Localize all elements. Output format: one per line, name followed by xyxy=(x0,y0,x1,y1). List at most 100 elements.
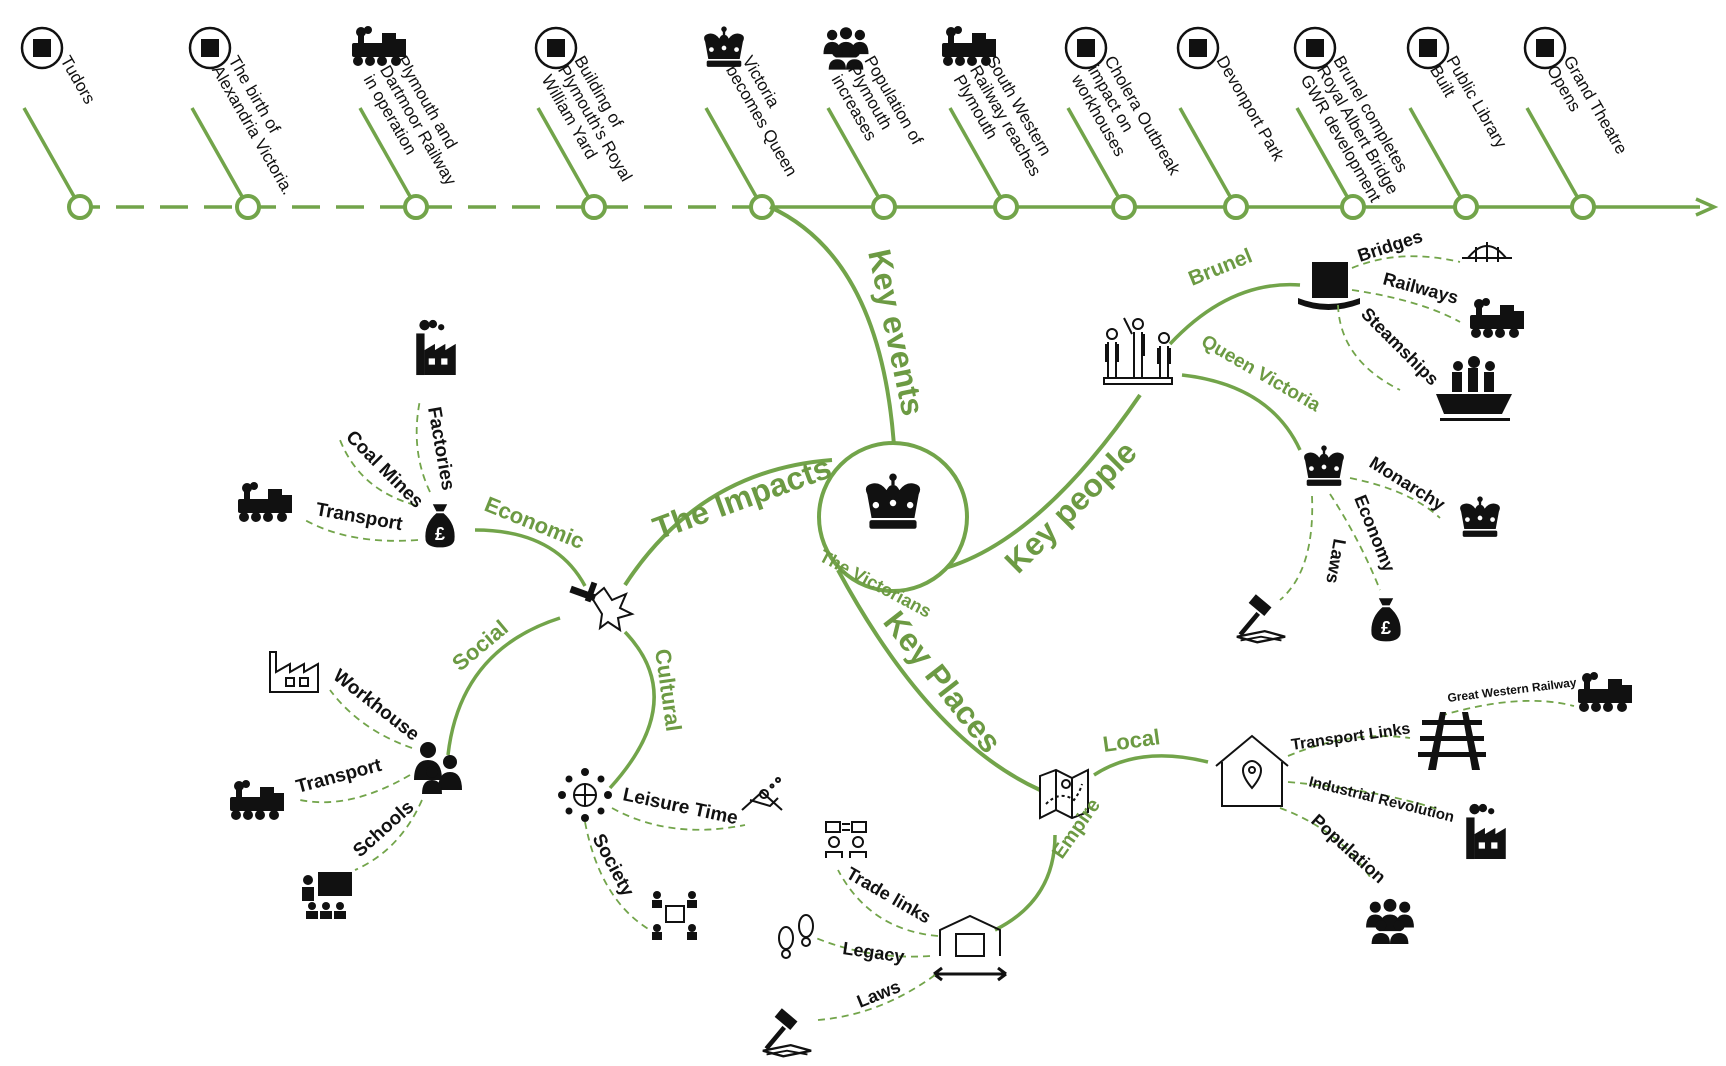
economic-transport-dashed-line xyxy=(304,519,419,542)
train-icon xyxy=(1578,672,1632,712)
trade-people-icon xyxy=(825,821,867,858)
family-icon xyxy=(414,742,462,794)
bridge-icon xyxy=(1462,242,1512,262)
timeline-event: Grand TheatreOpens xyxy=(1523,26,1631,220)
timeline-node xyxy=(871,194,897,220)
victoria-laws-label: Laws xyxy=(1322,537,1350,585)
warehouse-export-icon xyxy=(933,914,1007,982)
factories-label: Factories xyxy=(423,405,458,492)
train-icon xyxy=(238,482,292,522)
steamships-dashed-line xyxy=(1337,304,1401,391)
timeline-node xyxy=(1340,194,1366,220)
gwr-label: Great Western Railway xyxy=(1447,675,1578,705)
timeline-event: Plymouth andDartmoor Railwayin operation xyxy=(352,26,477,220)
relaxing-person-icon xyxy=(741,777,783,811)
baby-icon xyxy=(188,26,232,70)
railways-label: Railways xyxy=(1381,269,1461,308)
timeline-event-label: The birth ofAlexandria Victoria. xyxy=(208,53,314,199)
timeline-event-label: Devonport Park xyxy=(1213,53,1289,165)
shipyard-crane-icon xyxy=(534,26,578,70)
center-node: The Victorians xyxy=(816,441,969,622)
population-label: Population xyxy=(1307,810,1389,887)
timeline-event: Public LibraryBuilt xyxy=(1406,26,1511,220)
bandstand-icon xyxy=(1176,26,1220,70)
timeline-event-label: Cholera Outbreakimpact onworkhouses xyxy=(1067,52,1184,198)
social-transport-label: Transport xyxy=(294,755,385,798)
transport-links-dashed-line xyxy=(1287,735,1411,757)
timeline-event: Devonport Park xyxy=(1176,26,1289,220)
timeline-event-label: Tudors xyxy=(57,53,100,108)
timeline-event: Tudors xyxy=(20,26,100,220)
factory-icon xyxy=(416,319,456,376)
schools-dashed-line xyxy=(354,799,423,871)
queen-victoria-line xyxy=(1181,373,1302,451)
timeline-stalk xyxy=(1525,107,1585,208)
crowd-icon xyxy=(1366,898,1414,944)
leisure-time-label: Leisure Time xyxy=(621,784,740,829)
train-icon xyxy=(230,780,284,820)
timeline-event-label: Plymouth andDartmoor Railwayin operation xyxy=(360,53,477,199)
globe-network-icon xyxy=(558,768,612,822)
impacts-hub-icon xyxy=(569,581,635,633)
timeline-stalk xyxy=(358,107,418,208)
legacy-dashed-line xyxy=(815,937,931,958)
timeline-stalk xyxy=(190,107,250,208)
books-icon xyxy=(1406,26,1450,70)
timeline-stalk xyxy=(536,107,596,208)
factory-icon xyxy=(1466,803,1506,860)
timeline-event: Building ofPlymouth's RoyalWilliam Yard xyxy=(534,26,636,220)
monarchy-dashed-line xyxy=(1349,477,1441,519)
social-transport-dashed-line xyxy=(299,774,411,804)
workhouse-factory-icon xyxy=(269,651,319,693)
tudor-rose-icon xyxy=(20,26,64,70)
timeline-stalk xyxy=(1178,107,1238,208)
timeline-stalk xyxy=(1295,107,1355,208)
local-line xyxy=(1093,754,1209,777)
footprints-icon xyxy=(778,914,814,959)
timeline-stalk xyxy=(22,107,82,208)
places-subtree: Local Empire Transport Links Great Weste… xyxy=(761,672,1632,1058)
timeline-node xyxy=(993,194,1019,220)
leisure-dashed-line xyxy=(611,807,746,831)
steamships-label: Steamships xyxy=(1357,304,1443,390)
train-icon xyxy=(1470,298,1524,338)
bridge-icon xyxy=(1293,26,1337,70)
map-icon xyxy=(1039,768,1089,820)
monarchy-label: Monarchy xyxy=(1366,452,1449,514)
economic-label: Economic xyxy=(481,491,588,554)
theatre-masks-icon xyxy=(1523,26,1567,70)
top-hat-icon xyxy=(1298,262,1360,310)
society-dashed-line xyxy=(584,821,651,931)
steamship-icon xyxy=(1436,356,1512,421)
timeline-node xyxy=(749,194,775,220)
timeline-stalk xyxy=(826,107,886,208)
timeline: Tudors The birth ofAlexandria Victoria. Pl… xyxy=(20,26,1719,220)
branch-label-key-places: Key Places xyxy=(876,604,1008,759)
timeline-event: Cholera Outbreakimpact onworkhouses xyxy=(1064,26,1184,220)
impacts-cultural-line xyxy=(608,630,656,790)
bridges-dashed-line xyxy=(1351,255,1461,269)
statues-icon xyxy=(1103,317,1173,385)
gavel-icon xyxy=(1235,594,1287,644)
timeline-node xyxy=(1453,194,1479,220)
timeline-event-label: Population ofPlymouthincreases xyxy=(828,53,927,168)
branch-line-key-places xyxy=(836,569,1041,792)
brunel-label: Brunel xyxy=(1185,244,1255,290)
gwr-dashed-line xyxy=(1439,699,1575,717)
society-label: Society xyxy=(588,830,638,900)
economy-dashed-line xyxy=(1329,493,1381,591)
sick-person-icon xyxy=(1064,26,1108,70)
crown-icon xyxy=(704,26,744,67)
timeline-stalk xyxy=(948,107,1008,208)
timeline-event: Victoriabecomes Queen xyxy=(704,26,801,220)
bridges-label: Bridges xyxy=(1355,226,1425,266)
impacts-economic-line xyxy=(474,528,587,587)
timeline-event: Brunel completesRoyal Albert BridgeGWR d… xyxy=(1293,26,1412,220)
economy-label: Economy xyxy=(1350,492,1399,575)
brunel-line xyxy=(1168,282,1301,346)
legacy-label: Legacy xyxy=(841,938,905,966)
money-bag-icon xyxy=(1371,598,1401,642)
impacts-subtree: Economic Social Cultural Factories Coal … xyxy=(230,319,783,940)
industrial-dashed-line xyxy=(1287,781,1441,811)
